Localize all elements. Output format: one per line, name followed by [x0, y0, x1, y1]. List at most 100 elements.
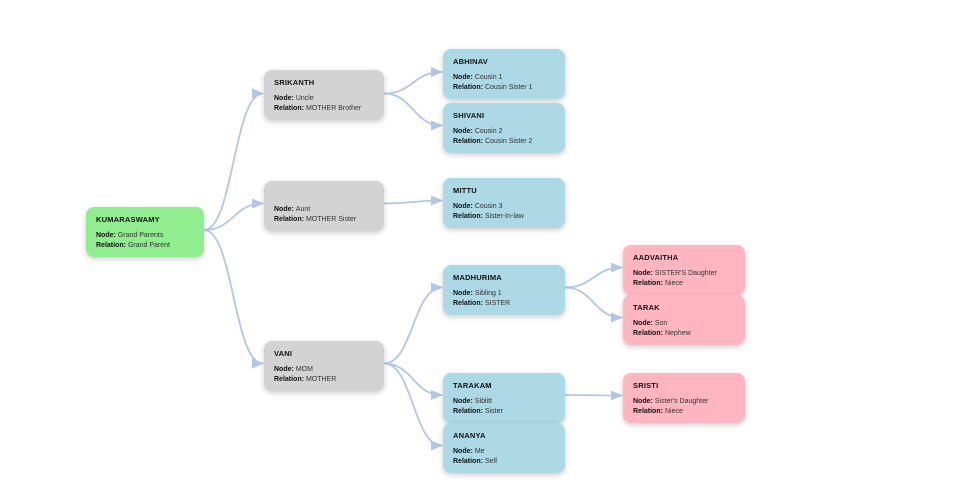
- field-label: Relation:: [274, 105, 304, 112]
- field-label: Node:: [453, 128, 473, 135]
- field-value: Grand Parent: [127, 242, 170, 249]
- node-field-node: Node:Cousin 3: [453, 202, 555, 212]
- field-label: Relation:: [633, 330, 663, 337]
- node-field-node: Node:Cousin 1: [453, 73, 555, 83]
- edge-madhurima-to-aadvaitha[interactable]: [564, 262, 623, 289]
- node-title: AADVAITHA: [633, 253, 679, 262]
- node-title: TARAK: [633, 303, 660, 312]
- edge-tarakam-to-sristi[interactable]: [564, 390, 623, 401]
- field-label: Node:: [453, 290, 473, 297]
- field-label: Relation:: [274, 216, 304, 223]
- edge-vani-to-ananya[interactable]: [383, 362, 443, 451]
- node-field-relation: Relation:Sister: [453, 407, 555, 417]
- field-label: Relation:: [453, 213, 483, 220]
- edge-srikanth-to-abhinav[interactable]: [383, 67, 443, 95]
- node-field-relation: Relation:Niece: [633, 407, 735, 417]
- field-label: Relation:: [453, 458, 483, 465]
- node-title: TARAKAM: [453, 381, 492, 390]
- field-value: Sister's Daughter: [654, 398, 709, 405]
- field-label: Relation:: [453, 84, 483, 91]
- edge-vani-to-tarakam[interactable]: [383, 362, 443, 400]
- edge-kumaraswamy-to-vani[interactable]: [203, 229, 264, 369]
- edge-kumaraswamy-to-aunt[interactable]: [203, 198, 264, 231]
- field-value: MOTHER Sister: [305, 216, 357, 223]
- field-value: Cousin 3: [474, 203, 503, 210]
- field-value: Sister: [484, 408, 503, 415]
- field-value: Cousin Sister 1: [484, 84, 533, 91]
- field-value: Self: [484, 458, 498, 465]
- edge-kumaraswamy-to-srikanth[interactable]: [203, 88, 264, 231]
- node-title: SRIKANTH: [274, 78, 315, 87]
- field-value: Me: [474, 448, 485, 455]
- field-value: Niece: [664, 408, 683, 415]
- node-field-relation: Relation:Cousin Sister 2: [453, 137, 555, 147]
- node-field-relation: Relation:MOTHER: [274, 375, 374, 385]
- field-label: Node:: [633, 320, 653, 327]
- field-value: Sibling 1: [474, 290, 502, 297]
- edge-srikanth-to-shivani[interactable]: [383, 92, 443, 131]
- field-value: MOM: [295, 366, 313, 373]
- node-field-relation: Relation:Self: [453, 457, 555, 467]
- field-label: Node:: [453, 448, 473, 455]
- node-title: SRISTI: [633, 381, 659, 390]
- field-value: Siblitt: [474, 398, 492, 405]
- edge-aunt-to-mittu[interactable]: [383, 195, 443, 206]
- field-label: Relation:: [453, 408, 483, 415]
- field-label: Node:: [633, 398, 653, 405]
- field-value: Sister-In-law: [484, 213, 524, 220]
- field-label: Node:: [633, 270, 653, 277]
- node-field-relation: Relation:MOTHER Brother: [274, 104, 374, 114]
- node-field-node: Node:Me: [453, 447, 555, 457]
- node-title: ANANYA: [453, 431, 486, 440]
- node-field-node: Node:Sibling 1: [453, 289, 555, 299]
- field-label: Relation:: [633, 280, 663, 287]
- node-field-node: Node:Son: [633, 319, 735, 329]
- field-label: Relation:: [633, 408, 663, 415]
- field-value: Grand Parents: [117, 232, 164, 239]
- node-field-node: Node:Aunt: [274, 205, 374, 215]
- field-label: Node:: [453, 74, 473, 81]
- node-field-node: Node:SISTER'S Daughter: [633, 269, 735, 279]
- field-value: MOTHER: [305, 376, 337, 383]
- node-title: MITTU: [453, 186, 477, 195]
- node-title: ABHINAV: [453, 57, 489, 66]
- edge-madhurima-to-tarak[interactable]: [564, 286, 623, 323]
- field-value: MOTHER Brother: [305, 105, 362, 112]
- node-field-relation: Relation:Grand Parent: [96, 241, 194, 251]
- node-field-node: Node:Siblitt: [453, 397, 555, 407]
- field-label: Relation:: [453, 138, 483, 145]
- node-field-relation: Relation:Nephew: [633, 329, 735, 339]
- node-field-node: Node:Sister's Daughter: [633, 397, 735, 407]
- node-title: VANI: [274, 349, 293, 358]
- field-value: Son: [654, 320, 668, 327]
- edge-vani-to-madhurima[interactable]: [383, 282, 443, 365]
- field-label: Node:: [453, 203, 473, 210]
- node-field-node: Node:MOM: [274, 365, 374, 375]
